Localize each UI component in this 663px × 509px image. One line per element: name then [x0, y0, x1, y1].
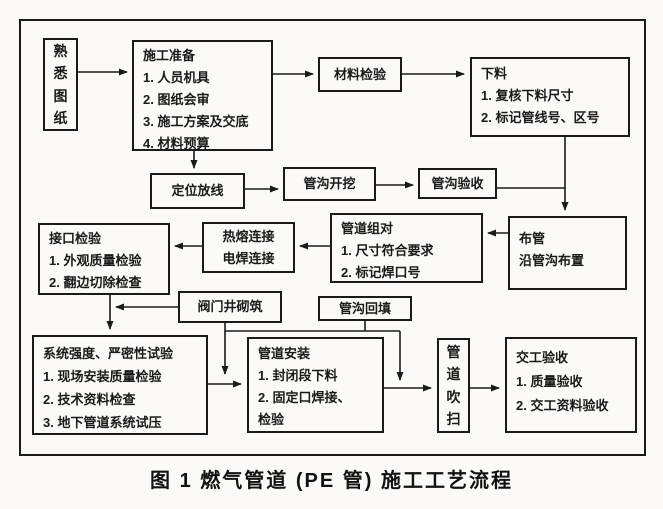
node-item: 1. 尺寸符合要求: [341, 243, 434, 258]
node-char: 管: [446, 343, 461, 360]
node-trench-acceptance: 管沟验收: [418, 168, 497, 199]
node-pipe-purging: 管 道 吹 扫: [437, 338, 470, 433]
node-label: 阀门井砌筑: [197, 299, 263, 314]
node-title: 接口检验: [49, 231, 102, 246]
node-item: 2. 固定口焊接、: [258, 390, 351, 405]
node-valve-well-masonry: 阀门井砌筑: [178, 291, 282, 323]
node-title: 施工准备: [143, 48, 196, 63]
node-label: 管沟开挖: [303, 176, 356, 191]
flowchart-frame: [19, 19, 646, 456]
node-system-strength-test: 系统强度、严密性试验 1. 现场安装质量检验 2. 技术资料检查 3. 地下管道…: [32, 335, 208, 435]
node-item: 1. 外观质量检验: [49, 253, 142, 268]
node-item: 1. 质量验收: [516, 374, 583, 389]
node-item: 2. 图纸会审: [143, 92, 210, 107]
node-label: 管沟验收: [431, 175, 484, 191]
node-line: 布管: [519, 231, 546, 246]
node-positioning-line: 定位放线: [150, 173, 245, 209]
node-char: 纸: [53, 109, 68, 126]
node-pipe-pairing: 管道组对 1. 尺寸符合要求 2. 标记焊口号: [330, 213, 483, 283]
node-title: 下料: [481, 66, 508, 81]
node-item: 2. 技术资料检查: [43, 392, 136, 407]
node-item: 3. 施工方案及交底: [143, 114, 249, 129]
node-label: 管沟回填: [338, 300, 391, 316]
node-item: 1. 封闭段下料: [258, 368, 338, 383]
node-item: 2. 标记焊口号: [341, 265, 421, 280]
node-line: 电焊连接: [222, 250, 275, 266]
node-char: 吹: [446, 388, 461, 405]
node-item: 1. 现场安装质量检验: [43, 369, 162, 384]
node-material-inspection: 材料检验: [318, 57, 402, 92]
node-trench-backfill: 管沟回填: [318, 296, 412, 321]
node-label: 材料检验: [333, 66, 386, 82]
node-title: 系统强度、严密性试验: [43, 346, 174, 361]
node-construction-prep: 施工准备 1. 人员机具 2. 图纸会审 3. 施工方案及交底 4. 材料预算: [132, 40, 273, 151]
node-pipe-installation: 管道安装 1. 封闭段下料 2. 固定口焊接、 检验: [247, 337, 384, 433]
node-char: 悉: [53, 65, 68, 82]
node-char: 扫: [446, 411, 461, 428]
node-label: 定位放线: [171, 183, 224, 198]
figure-caption: 图 1 燃气管道 (PE 管) 施工工艺流程: [150, 470, 513, 492]
node-line: 热熔连接: [222, 228, 275, 244]
node-pipe-laying: 布管 沿管沟布置: [508, 216, 627, 290]
node-title: 管道安装: [258, 346, 311, 361]
node-title: 交工验收: [516, 350, 569, 365]
node-char: 道: [446, 366, 461, 383]
node-item: 1. 复核下料尺寸: [481, 88, 574, 103]
node-trench-excavation: 管沟开挖: [283, 167, 376, 201]
node-handover-acceptance: 交工验收 1. 质量验收 2. 交工资料验收: [505, 337, 637, 433]
node-item: 2. 翻边切除检查: [49, 275, 142, 290]
node-item: 1. 人员机具: [143, 70, 210, 85]
node-char: 图: [53, 87, 68, 104]
node-joint-inspection: 接口检验 1. 外观质量检验 2. 翻边切除检查: [38, 223, 170, 295]
node-title: 管道组对: [341, 221, 394, 236]
node-char: 熟: [53, 43, 68, 60]
node-fusion-welding: 热熔连接 电焊连接: [202, 222, 295, 273]
node-familiarize-drawings: 熟 悉 图 纸: [43, 38, 78, 131]
node-item: 3. 地下管道系统试压: [43, 415, 162, 430]
node-item: 2. 交工资料验收: [516, 398, 609, 413]
node-item: 2. 标记管线号、区号: [481, 110, 600, 125]
node-item: 4. 材料预算: [143, 136, 210, 151]
node-line: 沿管沟布置: [519, 253, 585, 268]
node-cutting: 下料 1. 复核下料尺寸 2. 标记管线号、区号: [470, 57, 630, 137]
node-item: 检验: [258, 412, 285, 427]
